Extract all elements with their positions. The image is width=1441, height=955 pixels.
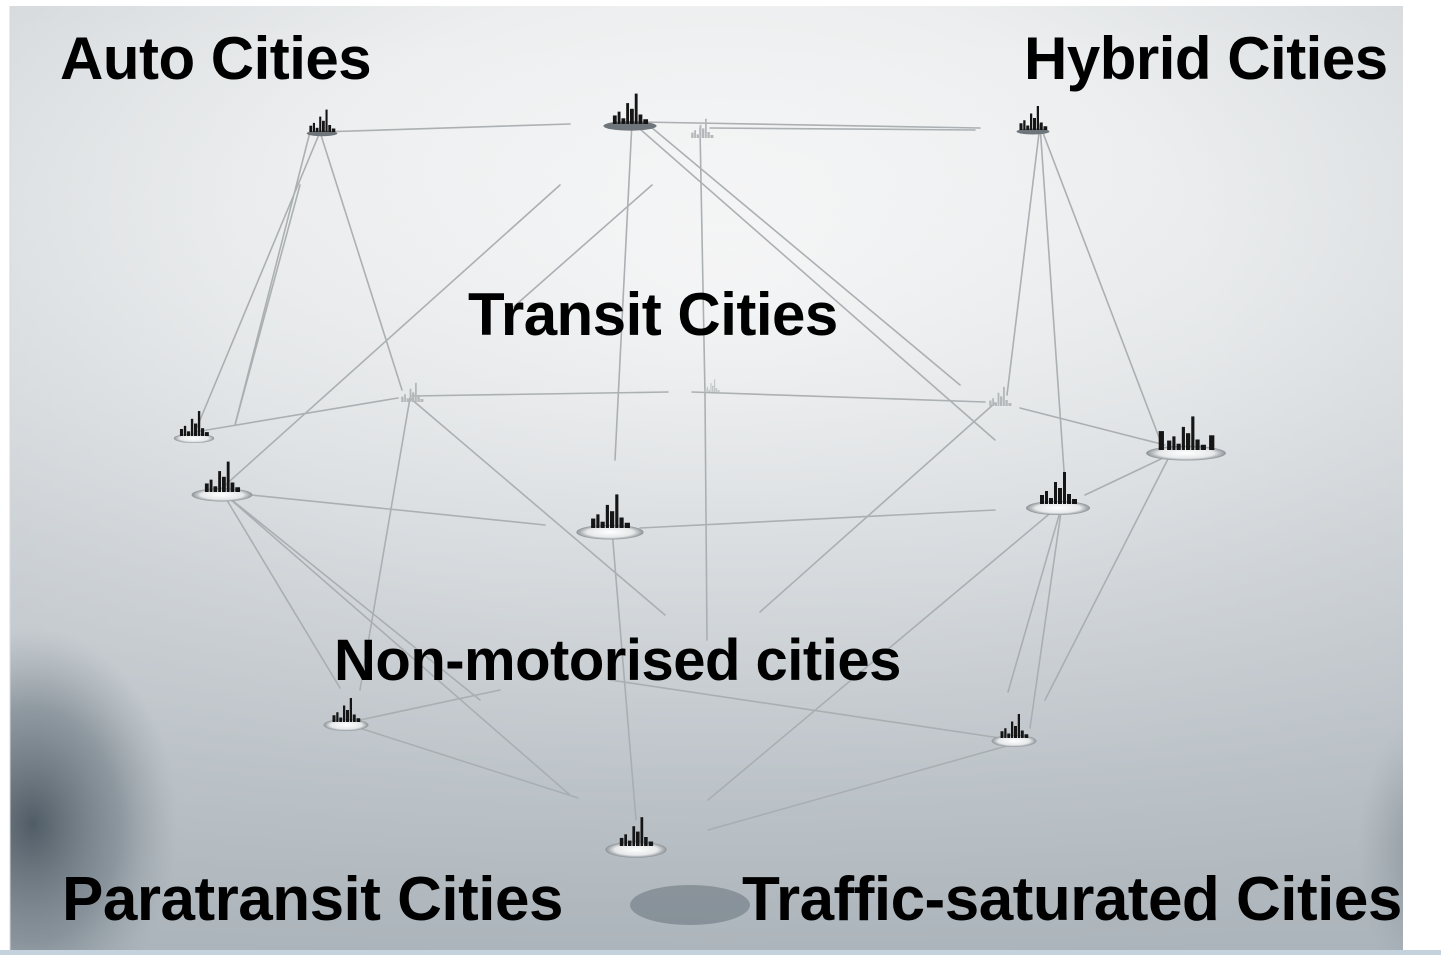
city-node-low-right [991, 714, 1037, 747]
city-node-mid-left-lower [191, 461, 253, 502]
transit-cities-label: Transit Cities [468, 281, 838, 348]
bottom-border-strip [0, 950, 1441, 955]
city-node-mid-left-upper [173, 411, 215, 444]
city-node-center [576, 494, 644, 540]
city-node-top-left [306, 109, 338, 137]
paratransit-cities-label: Paratransit Cities [62, 865, 564, 934]
city-node-top-center [603, 93, 657, 131]
city-node-low-left [323, 698, 369, 731]
hybrid-cities-label: Hybrid Cities [1024, 25, 1388, 92]
auto-cities-label: Auto Cities [60, 25, 372, 92]
city-node-bottom-center [605, 817, 667, 858]
city-node-mid-right-lower [1026, 472, 1090, 515]
network-links [194, 121, 1181, 831]
city-node-top-right [1016, 106, 1050, 135]
traffic-saturated-cities-label: Traffic-saturated Cities [742, 865, 1402, 934]
non-motorised-cities-label: Non-motorised cities [334, 628, 901, 693]
city-node-mid-right-outer [1146, 416, 1226, 461]
